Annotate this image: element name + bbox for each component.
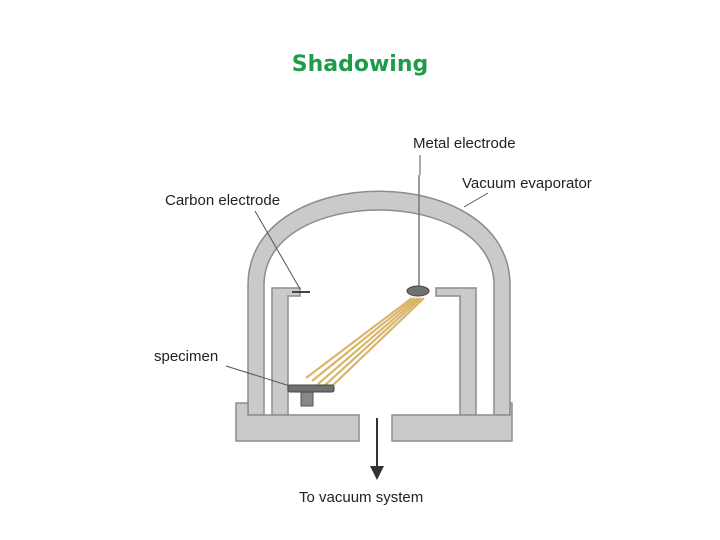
vacuum-arrow-head — [370, 466, 384, 480]
label-specimen: specimen — [154, 348, 219, 365]
metal-electrode-support — [435, 287, 477, 416]
specimen — [287, 384, 335, 393]
base-plate-right — [391, 402, 513, 442]
carbon-electrode-support — [271, 287, 301, 416]
base-plate-left — [235, 402, 360, 442]
diagram-title: Shadowing — [291, 52, 429, 77]
leader-vacuum-evaporator — [463, 192, 489, 208]
label-carbon-electrode: Carbon electrode — [165, 192, 281, 209]
label-vacuum-evaporator: Vacuum evaporator — [462, 175, 592, 192]
leader-specimen — [225, 365, 291, 387]
leader-carbon-electrode — [254, 210, 301, 290]
evaporation-beam — [305, 297, 425, 389]
label-metal-electrode: Metal electrode — [413, 135, 516, 152]
label-to-vacuum-system: To vacuum system — [299, 489, 424, 506]
metal-electrode — [406, 285, 430, 297]
